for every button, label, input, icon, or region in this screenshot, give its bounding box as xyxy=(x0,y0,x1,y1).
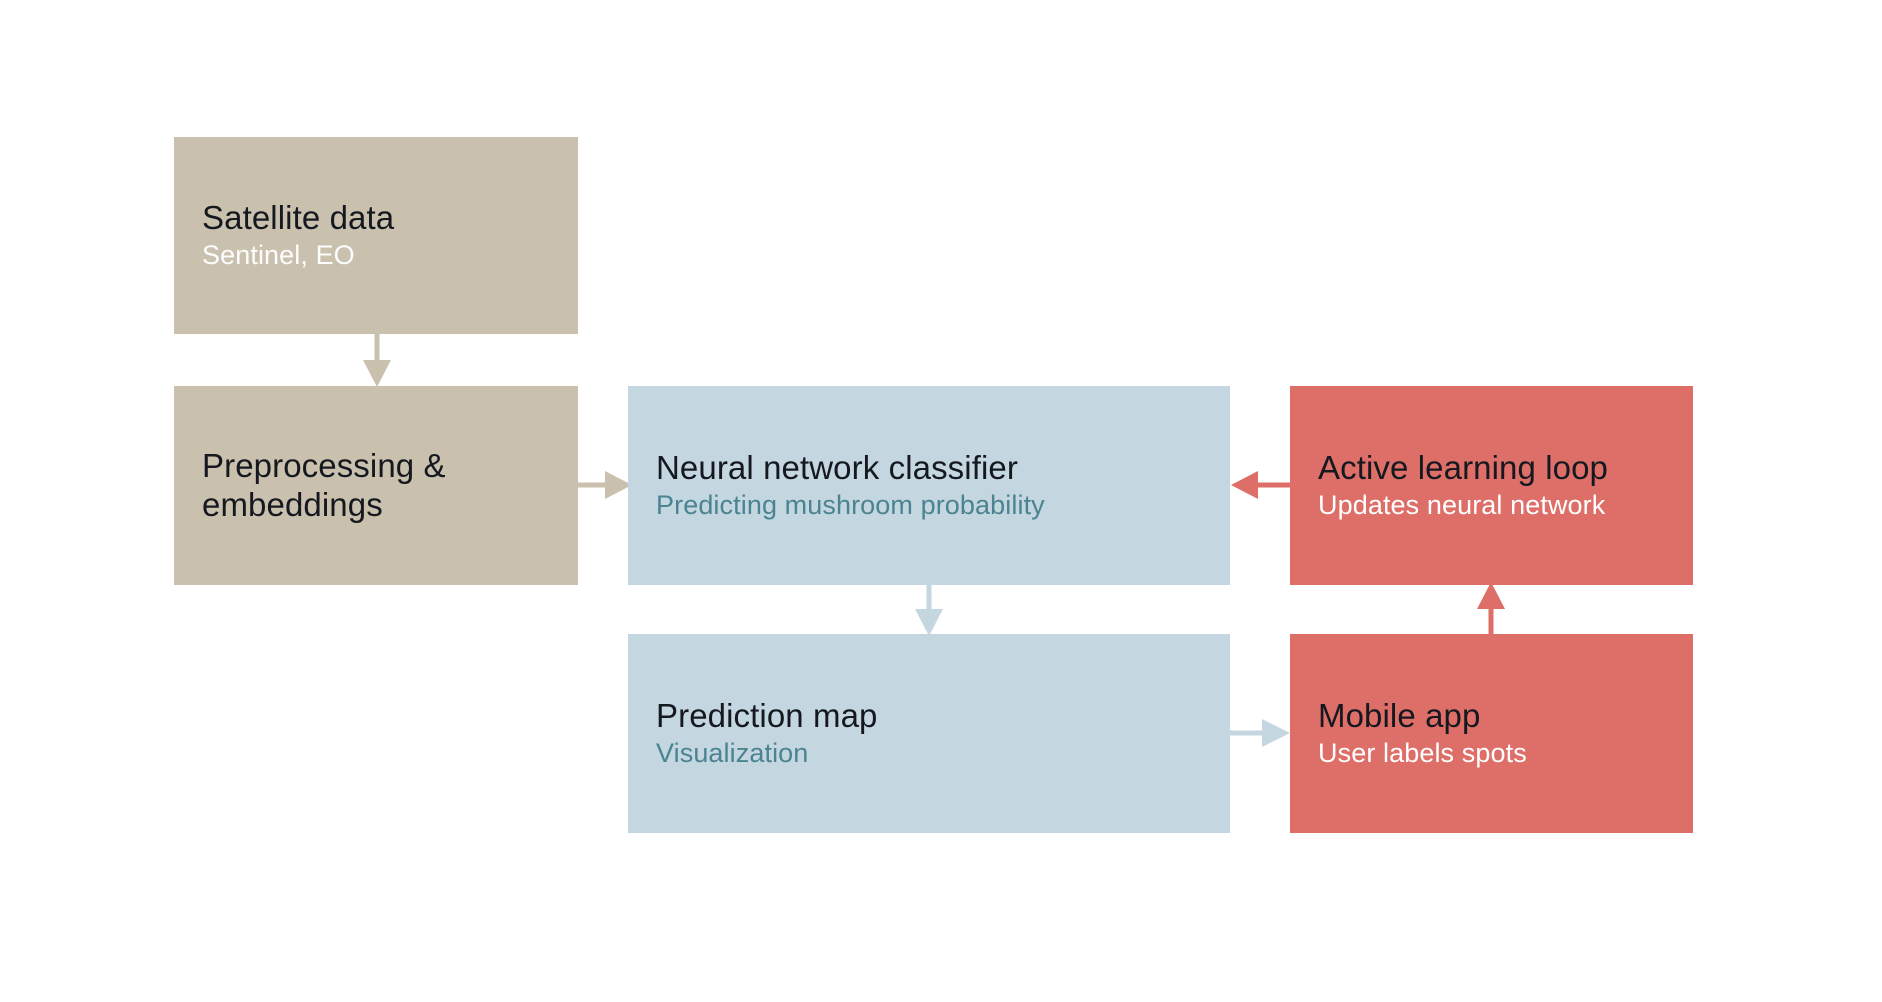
edge-active-loop-to-classifier xyxy=(1228,462,1294,508)
arrowhead-up-icon xyxy=(1477,582,1505,609)
node-preprocessing-embeddings[interactable]: Preprocessing & embeddings xyxy=(174,386,578,585)
node-neural-network-classifier[interactable]: Neural network classifier Predicting mus… xyxy=(628,386,1230,585)
node-title: Satellite data xyxy=(202,198,395,236)
node-mobile-app[interactable]: Mobile app User labels spots xyxy=(1290,634,1693,833)
arrowhead-left-icon xyxy=(1231,471,1258,499)
node-title: Mobile app xyxy=(1318,696,1481,734)
edge-prediction-map-to-mobile-app xyxy=(1226,710,1294,756)
node-satellite-data[interactable]: Satellite data Sentinel, EO xyxy=(174,137,578,334)
edge-preprocessing-to-classifier xyxy=(574,462,634,508)
arrowhead-down-icon xyxy=(363,360,391,387)
arrowhead-right-icon xyxy=(1262,719,1290,747)
node-title: Preprocessing & embeddings xyxy=(202,447,446,523)
node-subtitle: Updates neural network xyxy=(1318,490,1606,521)
arrowhead-down-icon xyxy=(915,609,943,636)
node-active-learning-loop[interactable]: Active learning loop Updates neural netw… xyxy=(1290,386,1693,585)
edge-classifier-to-prediction-map xyxy=(906,581,952,639)
edge-satellite-to-preprocessing xyxy=(354,330,400,390)
node-title: Active learning loop xyxy=(1318,448,1609,486)
node-prediction-map[interactable]: Prediction map Visualization xyxy=(628,634,1230,833)
node-subtitle: Visualization xyxy=(656,738,809,769)
node-title: Prediction map xyxy=(656,696,878,734)
edge-mobile-app-to-active-loop xyxy=(1468,579,1514,639)
node-title: Neural network classifier xyxy=(656,448,1018,486)
node-subtitle: Sentinel, EO xyxy=(202,240,355,271)
node-subtitle: User labels spots xyxy=(1318,738,1527,769)
node-subtitle: Predicting mushroom probability xyxy=(656,490,1045,521)
